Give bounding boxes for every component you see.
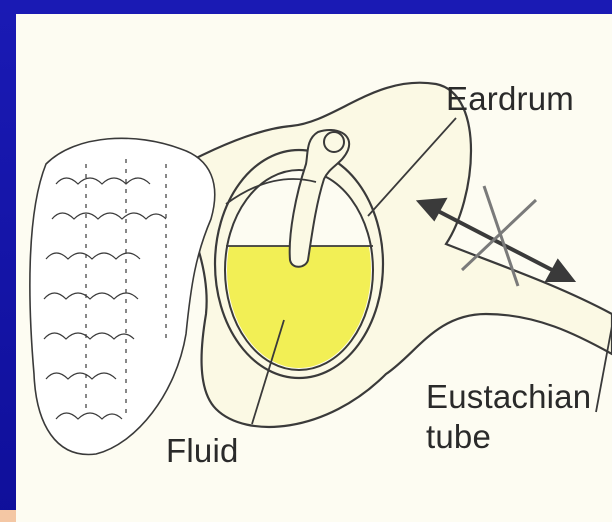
eustachian-label-line1: Eustachian [426, 380, 591, 413]
eardrum-label: Eardrum [446, 82, 574, 115]
fluid-label: Fluid [166, 434, 239, 467]
eustachian-label-line2: tube [426, 420, 491, 453]
corner-swatch [0, 510, 16, 522]
mastoid-air-cells [30, 138, 215, 454]
diagram-panel: Eardrum Fluid Eustachian tube [16, 14, 612, 522]
